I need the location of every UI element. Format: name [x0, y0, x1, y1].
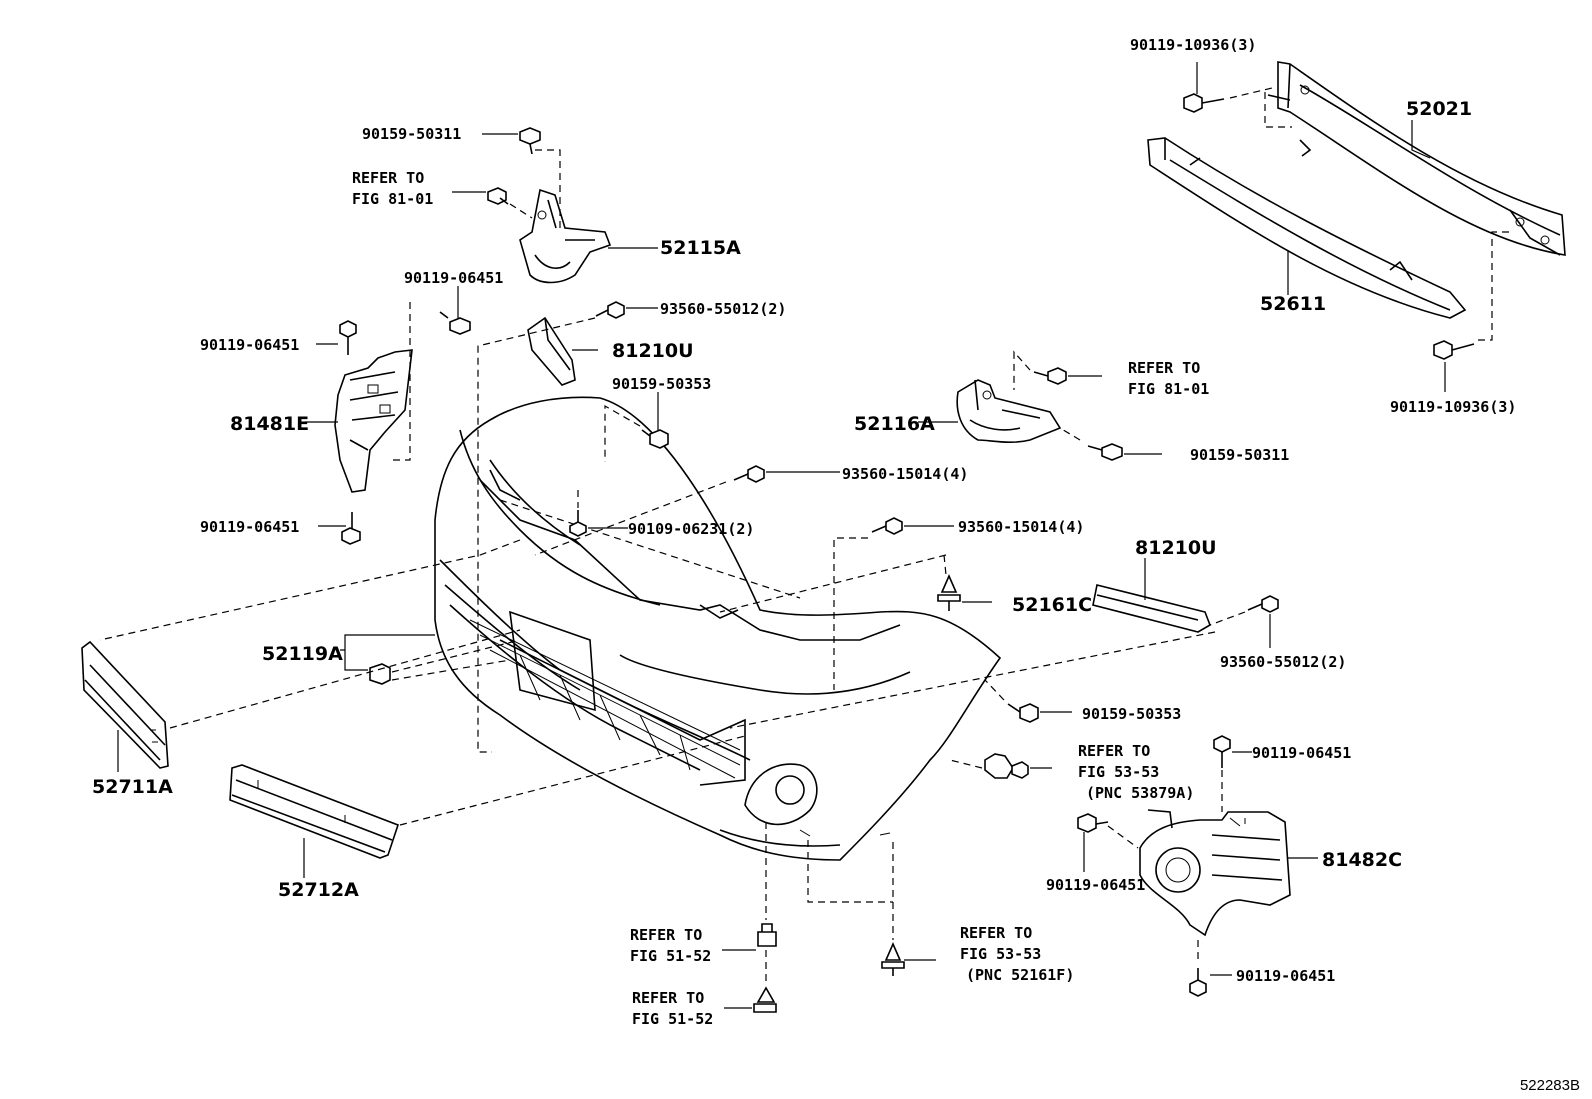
- label-refer-81-01-b-line1: REFER TO: [1128, 359, 1200, 377]
- diagram-id: 522283B: [1520, 1077, 1580, 1094]
- label-refer-53-53-a-line2: FIG 53-53: [1078, 763, 1159, 781]
- label-81482C: 81482C: [1322, 849, 1402, 871]
- bolt-90119-10936-top-icon: [1183, 93, 1225, 113]
- label-93560-55012-right: 93560-55012(2): [1220, 653, 1346, 671]
- label-52116A: 52116A: [854, 413, 935, 435]
- bumper-retainer-52711A: [81, 640, 169, 769]
- bolt-90119-06451-a-icon: [339, 320, 357, 355]
- label-90119-10936-top: 90119-10936(3): [1130, 36, 1256, 54]
- front-bumper-cover: [434, 396, 1002, 861]
- label-90109-06231: 90109-06231(2): [628, 520, 754, 538]
- bumper-retainer-52712A: [229, 764, 400, 859]
- bolt-90119-06451-b-icon: [439, 311, 471, 335]
- screw-93560-15014-b-icon: [871, 517, 903, 535]
- label-90159-50311-top: 90159-50311: [362, 125, 461, 143]
- bolt-90119-06451-c-icon: [341, 512, 361, 545]
- bolt-refer-81-01-b-icon: [1033, 367, 1067, 385]
- label-refer-81-01-b-line2: FIG 81-01: [1128, 380, 1209, 398]
- label-refer-53-53-b-line1: REFER TO: [960, 924, 1032, 942]
- bolt-refer-81-01-a-icon: [487, 187, 509, 205]
- clip-refer-53-53-b-icon: [881, 942, 905, 976]
- clip-52161C-icon: [937, 574, 961, 611]
- label-refer-53-53-a-line1: REFER TO: [1078, 742, 1150, 760]
- label-90119-06451-b: 90119-06451: [404, 269, 503, 287]
- clip-refer-51-52-a-icon: [757, 923, 777, 947]
- license-lamp-bracket-81210U-top: [527, 316, 576, 386]
- label-81210U-top: 81210U: [612, 340, 694, 362]
- label-refer-53-53-b-line3: (PNC 52161F): [966, 966, 1074, 984]
- label-90119-10936-bottom: 90119-10936(3): [1390, 398, 1516, 416]
- label-90119-06451-f: 90119-06451: [1236, 967, 1335, 985]
- label-52711A: 52711A: [92, 776, 173, 798]
- label-52021: 52021: [1406, 98, 1472, 120]
- label-90119-06451-a: 90119-06451: [200, 336, 299, 354]
- screw-90159-50311-right-icon: [1087, 443, 1123, 461]
- label-90159-50353-bottom: 90159-50353: [1082, 705, 1181, 723]
- bumper-energy-absorber-52611: [1147, 137, 1467, 319]
- bolt-90119-06451-f-icon: [1189, 968, 1207, 997]
- label-refer-51-52-b-line2: FIG 51-52: [632, 1010, 713, 1028]
- label-refer-51-52-a-line1: REFER TO: [630, 926, 702, 944]
- label-90119-06451-c: 90119-06451: [200, 518, 299, 536]
- label-52161C: 52161C: [1012, 594, 1092, 616]
- bumper-side-support-81481E: [334, 349, 413, 493]
- label-90159-50311-right: 90159-50311: [1190, 446, 1289, 464]
- label-refer-81-01-a-line2: FIG 81-01: [352, 190, 433, 208]
- label-81481E: 81481E: [230, 413, 309, 435]
- bumper-side-bracket-52115A: [519, 188, 612, 284]
- label-refer-51-52-b-line1: REFER TO: [632, 989, 704, 1007]
- label-52712A: 52712A: [278, 879, 359, 901]
- fog-lamp-bracket-81482C: [1139, 809, 1291, 937]
- bolt-90119-10936-bottom-icon: [1433, 340, 1475, 360]
- label-90119-06451-e: 90119-06451: [1046, 876, 1145, 894]
- label-90159-50353-top: 90159-50353: [612, 375, 711, 393]
- bolt-90119-06451-e-icon: [1077, 813, 1109, 833]
- clip-refer-51-52-b-icon: [753, 986, 777, 1013]
- fog-lamp-socket-icon: [984, 753, 1029, 779]
- screw-90159-50311-top-icon: [519, 127, 541, 155]
- screw-93560-15014-a-icon: [733, 465, 765, 483]
- label-52115A: 52115A: [660, 237, 741, 259]
- label-81210U-right: 81210U: [1135, 537, 1217, 559]
- screw-93560-55012-top-icon: [595, 301, 625, 319]
- label-refer-53-53-b-line2: FIG 53-53: [960, 945, 1041, 963]
- label-refer-81-01-a-line1: REFER TO: [352, 169, 424, 187]
- license-lamp-bracket-81210U-right: [1092, 584, 1211, 633]
- label-93560-55012-top: 93560-55012(2): [660, 300, 786, 318]
- bumper-reinforcement-52021: [1267, 61, 1566, 256]
- bolt-90109-06231-icon: [569, 510, 587, 537]
- label-93560-15014-b: 93560-15014(4): [958, 518, 1084, 536]
- label-90119-06451-d: 90119-06451: [1252, 744, 1351, 762]
- label-52119A: 52119A: [262, 643, 343, 665]
- label-refer-51-52-a-line2: FIG 51-52: [630, 947, 711, 965]
- bumper-side-bracket-52116A: [956, 379, 1062, 443]
- clip-90159-50353-bottom-icon: [1007, 703, 1039, 723]
- clip-90159-50353-top-icon: [641, 429, 669, 449]
- label-refer-53-53-a-line3: (PNC 53879A): [1086, 784, 1194, 802]
- bolt-90119-06451-d-icon: [1213, 735, 1231, 768]
- bracket-52119A-icon: [369, 663, 391, 685]
- label-93560-15014-a: 93560-15014(4): [842, 465, 968, 483]
- screw-93560-55012-right-icon: [1247, 595, 1279, 613]
- label-52611: 52611: [1260, 293, 1326, 315]
